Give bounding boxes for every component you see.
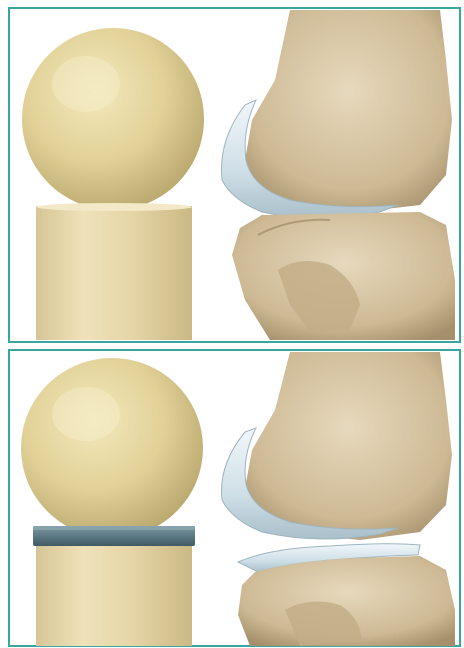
femur-bone <box>245 352 452 540</box>
ball-shape <box>21 358 203 538</box>
cylinder-shape <box>36 542 192 646</box>
ball-shape <box>22 28 204 210</box>
cylinder-shape <box>36 206 192 340</box>
bottom-panel <box>9 350 460 646</box>
top-panel <box>9 8 460 342</box>
femur-bone <box>245 10 452 212</box>
